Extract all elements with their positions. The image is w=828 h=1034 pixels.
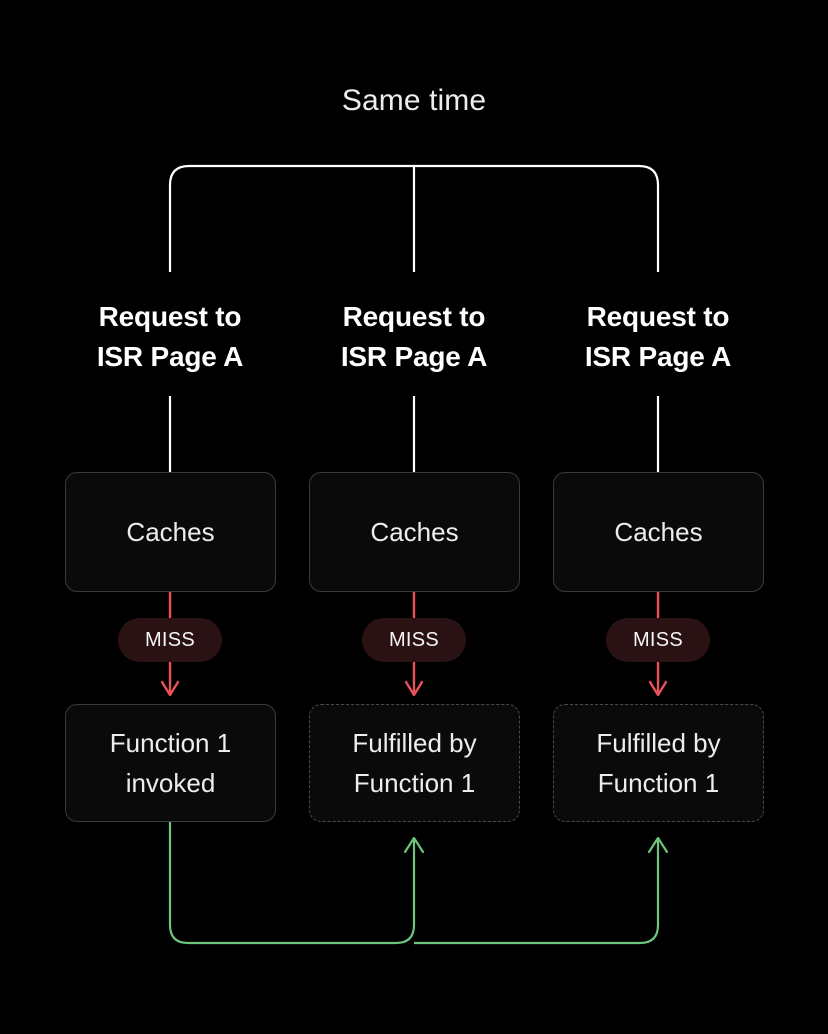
caches-label: Caches [614,517,703,547]
request-label-line2: ISR Page A [96,341,244,372]
caches-box-column-3[interactable]: Caches [553,472,764,592]
green-path-to-column-3 [414,840,660,945]
miss-badge-column-1: MISS [118,618,222,662]
result-line1: Fulfilled by [596,728,721,758]
arrowhead-miss-1 [160,680,180,697]
request-label-line2: ISR Page A [340,341,488,372]
miss-badge-column-2: MISS [362,618,466,662]
result-line1: Fulfilled by [352,728,477,758]
result-box-column-2[interactable]: Fulfilled by Function 1 [309,704,520,822]
request-label-column-3: Request to ISR Page A [528,297,788,377]
request-label-line1: Request to [342,301,486,332]
caches-box-column-1[interactable]: Caches [65,472,276,592]
top-bracket [168,164,660,272]
green-arrowhead-column-3 [647,836,669,854]
result-line2: Function 1 [353,768,476,798]
request-label-column-1: Request to ISR Page A [40,297,300,377]
miss-badge-column-3: MISS [606,618,710,662]
result-line2: invoked [125,768,216,798]
miss-badge-label: MISS [144,628,196,651]
result-box-column-1[interactable]: Function 1 invoked [65,704,276,822]
request-label-line2: ISR Page A [584,341,732,372]
caches-box-column-2[interactable]: Caches [309,472,520,592]
green-arrowhead-column-2 [403,836,425,854]
request-label-column-2: Request to ISR Page A [284,297,544,377]
arrowhead-miss-3 [648,680,668,697]
result-box-column-3[interactable]: Fulfilled by Function 1 [553,704,764,822]
result-line2: Function 1 [597,768,720,798]
miss-badge-label: MISS [632,628,684,651]
diagram-title: Same time [341,84,487,117]
caches-label: Caches [126,517,215,547]
caches-label: Caches [370,517,459,547]
request-label-line1: Request to [586,301,730,332]
result-line1: Function 1 [109,728,232,758]
arrowhead-miss-2 [404,680,424,697]
request-label-line1: Request to [98,301,242,332]
miss-badge-label: MISS [388,628,440,651]
green-path-to-column-2 [168,822,416,945]
